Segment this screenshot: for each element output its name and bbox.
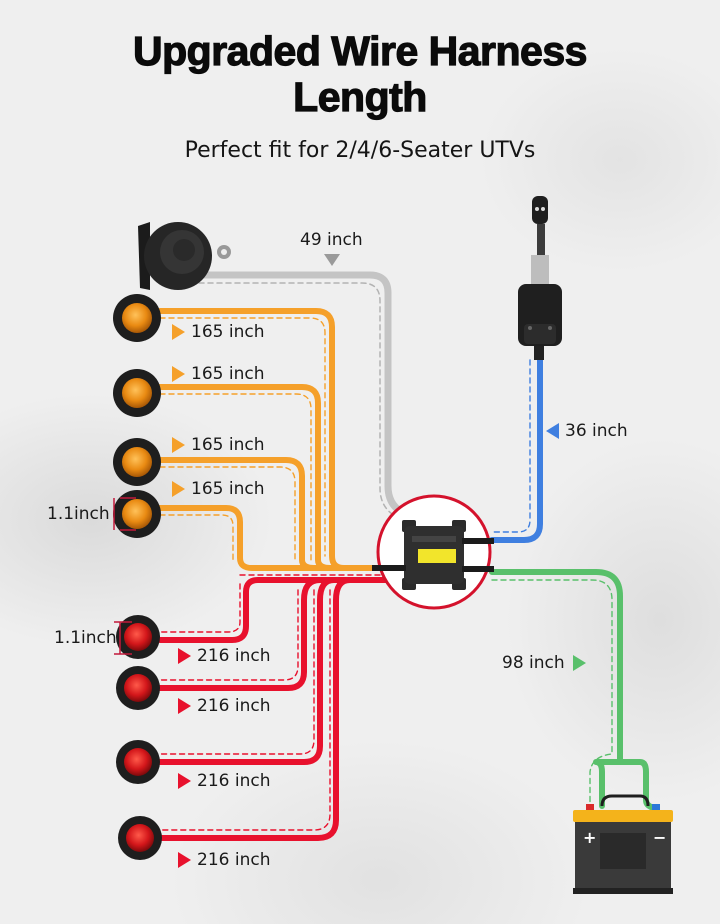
amber-label-1: 165 inch — [172, 322, 264, 342]
arrow-right-icon — [178, 773, 191, 789]
svg-text:+: + — [583, 828, 596, 847]
horn-icon — [138, 222, 231, 290]
red-wires — [157, 577, 393, 841]
red-diameter-marker — [114, 621, 132, 655]
amber-light-4 — [113, 490, 161, 538]
amber-label-4: 165 inch — [172, 479, 264, 499]
battery-icon: + − — [573, 794, 673, 894]
amber-label-2: 165 inch — [172, 364, 264, 384]
amber-label-3: 165 inch — [172, 435, 264, 455]
arrow-right-icon — [172, 366, 185, 382]
svg-text:−: − — [653, 828, 666, 847]
battery-wire-length: 98 inch — [502, 653, 586, 673]
arrow-left-icon — [546, 423, 559, 439]
arrow-right-icon — [172, 481, 185, 497]
red-label-1: 216 inch — [178, 646, 270, 666]
red-diameter-label: 1.1inch — [54, 628, 117, 648]
amber-diameter-marker — [113, 497, 136, 531]
arrow-right-icon — [178, 698, 191, 714]
switch-wire-length: 36 inch — [546, 421, 628, 441]
down-arrow-icon — [324, 254, 340, 266]
title-line-1: Upgraded Wire Harness — [132, 27, 588, 74]
red-light-1 — [116, 615, 160, 659]
red-light-3 — [116, 740, 160, 784]
amber-diameter-label: 1.1inch — [47, 504, 110, 524]
amber-light-1 — [113, 294, 161, 342]
amber-wires — [157, 308, 393, 576]
red-light-4 — [118, 816, 162, 860]
amber-light-2 — [113, 369, 161, 417]
battery-wire — [489, 569, 657, 811]
red-light-2 — [116, 666, 160, 710]
turn-signal-switch-icon — [518, 196, 562, 360]
arrow-right-icon — [572, 655, 586, 671]
red-label-3: 216 inch — [178, 771, 270, 791]
arrow-right-icon — [178, 852, 191, 868]
amber-light-3 — [113, 438, 161, 486]
title-line-2: Length — [293, 73, 428, 120]
red-label-4: 216 inch — [178, 850, 270, 870]
horn-wire-length: 49 inch — [300, 230, 363, 250]
page-subtitle: Perfect fit for 2/4/6-Seater UTVs — [184, 138, 536, 163]
arrow-right-icon — [172, 324, 185, 340]
controller-box — [372, 494, 494, 610]
arrow-right-icon — [172, 437, 185, 453]
switch-wire — [489, 357, 543, 543]
page-title: Upgraded Wire Harness Length — [0, 27, 720, 120]
red-label-2: 216 inch — [178, 696, 270, 716]
arrow-right-icon — [178, 648, 191, 664]
